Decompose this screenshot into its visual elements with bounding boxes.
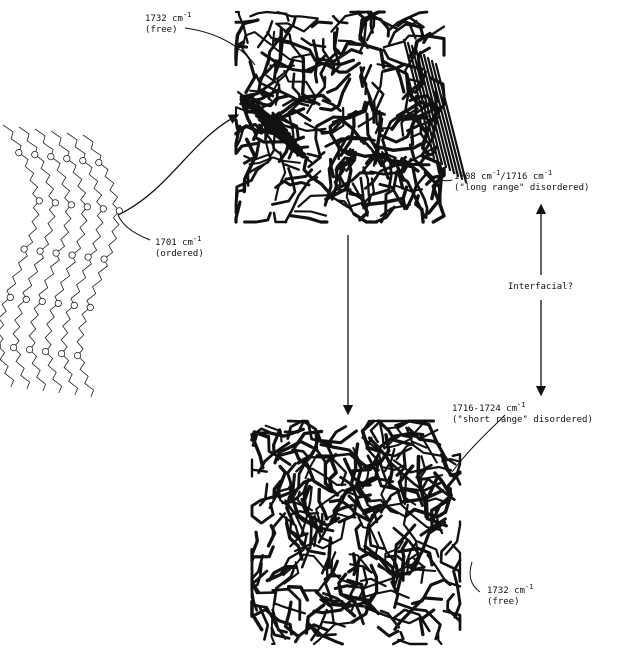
- partially-ordered-chain-cluster-icon: [236, 12, 466, 222]
- ordered-wavenumber: 1701 cm: [155, 238, 193, 248]
- free-bottom-label: 1732 cm-1 (free): [487, 582, 533, 608]
- ordered-exponent: -1: [193, 235, 201, 243]
- free-top-label: 1732 cm-1 (free): [145, 10, 191, 36]
- interfacial-text: Interfacial?: [508, 282, 573, 292]
- short-range-state: ("short range" disordered): [452, 415, 593, 426]
- short-range-wavenumber: 1716-1724 cm: [452, 404, 517, 414]
- long-range-state: ("long range" disordered): [454, 183, 589, 194]
- free-top-exponent: -1: [183, 11, 191, 19]
- ordered-state: (ordered): [155, 249, 204, 260]
- long-range-exponent-b: -1: [544, 169, 552, 177]
- short-range-label: 1716-1724 cm-1 ("short range" disordered…: [452, 400, 593, 426]
- long-range-wavenumber-a: 1708 cm: [454, 172, 492, 182]
- interfacial-label: Interfacial?: [508, 282, 573, 293]
- disordered-chain-cluster-icon: [252, 421, 460, 644]
- free-bottom-leader: [470, 562, 480, 592]
- short-range-exponent: -1: [517, 401, 525, 409]
- free-bottom-wavenumber: 1732 cm: [487, 586, 525, 596]
- free-bottom-exponent: -1: [525, 583, 533, 591]
- free-top-state: (free): [145, 25, 191, 36]
- long-range-label: 1708 cm-1/1716 cm-1 ("long range" disord…: [454, 168, 589, 194]
- free-top-wavenumber: 1732 cm: [145, 14, 183, 24]
- free-bottom-state: (free): [487, 597, 533, 608]
- ordered-to-cluster-arrow: [118, 115, 238, 215]
- long-range-wavenumber-b: 1716 cm: [506, 172, 544, 182]
- ordered-label: 1701 cm-1 (ordered): [155, 234, 204, 260]
- ordered-liquid-crystal-chains-icon: [0, 125, 123, 397]
- ordered-label-leader: [118, 215, 150, 240]
